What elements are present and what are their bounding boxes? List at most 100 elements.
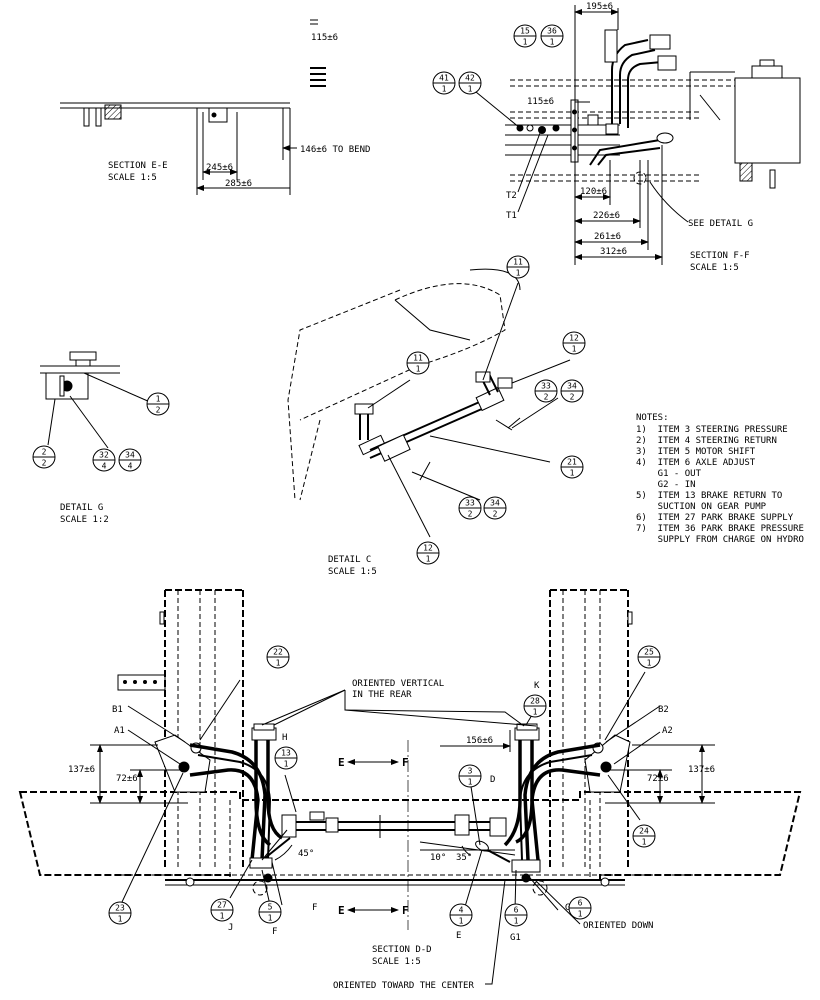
note-line: 2) ITEM 4 STEERING RETURN	[636, 436, 777, 446]
balloon-quantity: 4	[128, 462, 133, 471]
balloon-quantity: 2	[42, 459, 47, 468]
balloon-item-number: 1	[156, 395, 161, 404]
balloon-quantity: 2	[570, 393, 575, 402]
balloon-item-number: 5	[268, 903, 273, 912]
cut-label-f-bottom: F	[402, 904, 409, 917]
section-dd-view	[18, 589, 802, 985]
item-balloon: 342	[560, 379, 584, 403]
item-balloon: 241	[632, 824, 656, 848]
balloon-quantity: 1	[550, 38, 555, 47]
item-balloon: 41	[449, 903, 473, 927]
balloon-quantity: 1	[578, 910, 583, 919]
balloon-item-number: 22	[273, 648, 283, 657]
cut-label-e-top: E	[338, 756, 345, 769]
balloon-item-number: 11	[513, 258, 523, 267]
label-e: E	[456, 931, 461, 941]
balloon-quantity: 1	[442, 85, 447, 94]
note-line: SUCTION ON GEAR PUMP	[636, 502, 767, 512]
cut-label-e-bottom: E	[338, 904, 345, 917]
note-line: 6) ITEM 27 PARK BRAKE SUPPLY	[636, 513, 794, 523]
item-balloon: 111	[506, 255, 530, 279]
balloon-quantity: 1	[426, 555, 431, 564]
balloon-item-number: 4	[459, 906, 464, 915]
item-balloon: 411	[432, 71, 456, 95]
note-line: G2 - IN	[636, 480, 696, 490]
balloon-item-number: 32	[99, 451, 109, 460]
balloon-item-number: 42	[465, 74, 475, 83]
notes-header: NOTES:	[636, 413, 669, 423]
balloon-quantity: 1	[514, 917, 519, 926]
label-a2: A2	[662, 726, 673, 736]
balloon-item-number: 34	[125, 451, 135, 460]
balloon-item-number: 33	[465, 499, 475, 508]
item-balloon: 151	[513, 24, 537, 48]
section-dd-dim-137-left: 137±6	[68, 765, 95, 775]
section-ee-dim-245: 245±6	[206, 163, 233, 173]
balloon-quantity: 1	[523, 38, 528, 47]
balloon-quantity: 2	[468, 510, 473, 519]
section-ff-tube-t2: T2	[506, 191, 517, 201]
section-ff-view	[475, 5, 801, 265]
balloon-quantity: 4	[102, 462, 107, 471]
balloon-quantity: 1	[220, 912, 225, 921]
balloon-item-number: 34	[567, 382, 577, 391]
section-ff-dim-312: 312±6	[600, 247, 627, 257]
balloon-item-number: 34	[490, 499, 500, 508]
balloon-item-number: 27	[217, 901, 227, 910]
balloon-item-number: 25	[644, 648, 654, 657]
balloon-quantity: 1	[647, 659, 652, 668]
section-ff-dim-261: 261±6	[594, 232, 621, 242]
label-j: J	[228, 923, 233, 933]
notes-block: NOTES: 1) ITEM 3 STEERING PRESSURE 2) IT…	[636, 413, 804, 545]
balloon-quantity: 1	[118, 915, 123, 924]
item-balloon: 121	[562, 331, 586, 355]
balloon-quantity: 1	[570, 469, 575, 478]
balloon-item-number: 12	[569, 334, 579, 343]
item-balloons: 1513614114211222324344111111121332342211…	[32, 24, 661, 927]
item-balloon: 12	[146, 392, 170, 416]
detail-g-scale: SCALE 1:2	[60, 515, 109, 525]
label-b1: B1	[112, 705, 123, 715]
item-balloon: 22	[32, 445, 56, 469]
note-oriented-vertical: ORIENTED VERTICAL IN THE REAR	[352, 679, 450, 700]
balloon-quantity: 1	[468, 778, 473, 787]
balloon-quantity: 2	[493, 510, 498, 519]
balloon-item-number: 36	[547, 27, 557, 36]
item-balloon: 131	[274, 746, 298, 770]
balloon-item-number: 11	[413, 354, 423, 363]
section-ee-title: SECTION E-E	[108, 161, 168, 171]
label-f: F	[272, 927, 277, 937]
item-balloon: 324	[92, 448, 116, 472]
section-dd-dim-72-right: 72±6	[647, 774, 669, 784]
detail-c-title: DETAIL C	[328, 555, 371, 565]
detail-g-title: DETAIL G	[60, 503, 103, 513]
balloon-quantity: 1	[533, 708, 538, 717]
item-balloon: 121	[416, 541, 440, 565]
balloon-quantity: 1	[416, 365, 421, 374]
balloon-quantity: 1	[459, 917, 464, 926]
section-dd-dim-137-right: 137±6	[688, 765, 715, 775]
hose-end-stack	[310, 67, 326, 87]
section-ee-dim-146: 146±6 TO BEND	[300, 145, 370, 155]
label-g1: G1	[510, 933, 521, 943]
label-k: K	[534, 681, 540, 691]
item-balloon: 342	[483, 496, 507, 520]
balloon-item-number: 2	[42, 448, 47, 457]
detail-g-view	[40, 351, 151, 449]
section-dd-dim-72-left: 72±6	[116, 774, 138, 784]
balloon-quantity: 1	[284, 760, 289, 769]
balloon-quantity: 2	[544, 393, 549, 402]
balloon-item-number: 41	[439, 74, 449, 83]
balloon-item-number: 3	[468, 767, 473, 776]
angle-10: 10°	[430, 853, 446, 863]
section-dd-title: SECTION D-D	[372, 945, 432, 955]
item-balloon: 31	[458, 764, 482, 788]
note-line: 7) ITEM 36 PARK BRAKE PRESSURE	[636, 524, 804, 534]
note-oriented-down: ORIENTED DOWN	[583, 921, 653, 931]
item-balloon: 344	[118, 448, 142, 472]
balloon-item-number: 13	[281, 749, 291, 758]
item-balloon: 111	[406, 351, 430, 375]
section-ff-dim-120: 120±6	[580, 187, 607, 197]
balloon-quantity: 2	[156, 406, 161, 415]
